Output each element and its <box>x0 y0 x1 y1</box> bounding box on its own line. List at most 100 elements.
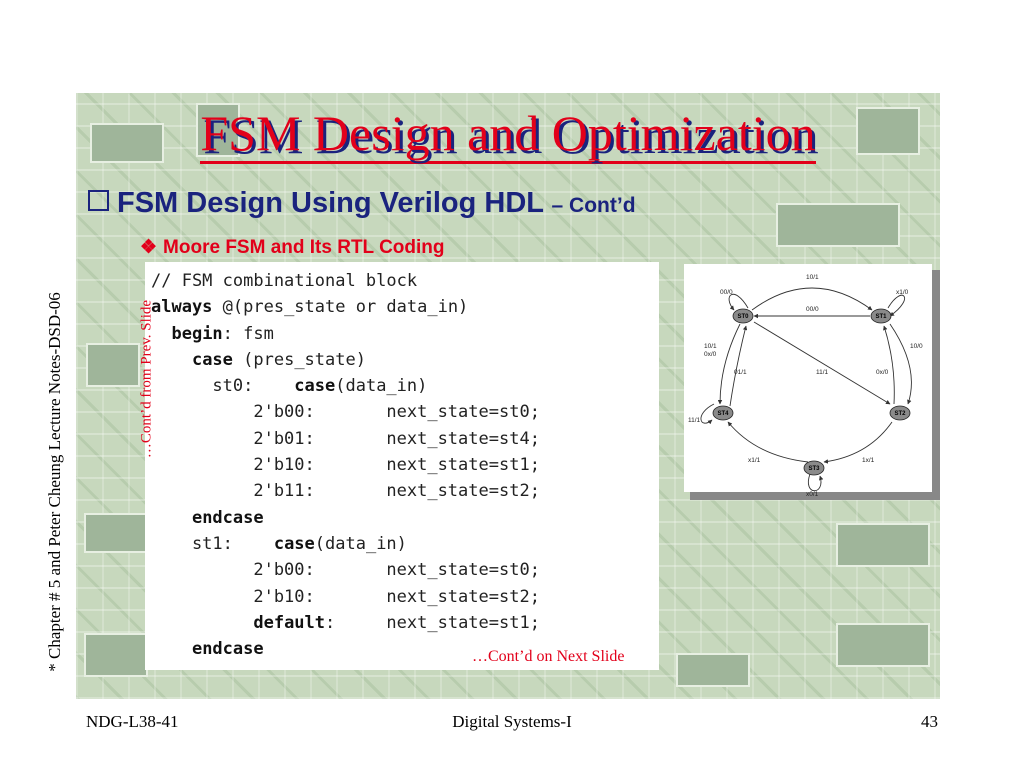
background-chip <box>856 107 920 155</box>
label-st4-self: 11/1 <box>688 417 701 424</box>
state-st3-label: ST3 <box>808 466 820 472</box>
edge-st4-st0 <box>729 325 748 407</box>
label-1x1: 1x/1 <box>862 457 875 464</box>
code-text <box>151 639 192 659</box>
code-line: always @(pres_state or data_in) <box>151 297 468 317</box>
background-chip <box>90 123 164 163</box>
code-line: endcase <box>151 639 264 659</box>
diagram-background <box>684 264 932 492</box>
code-line: 2'b10: next_state=st2; <box>151 587 540 607</box>
edge-st0-st4 <box>717 323 741 405</box>
code-text: @(pres_state or data_in) <box>212 297 469 318</box>
code-text: st0: <box>151 376 295 397</box>
code-text: 2'b00: next_state=st0; <box>151 560 540 581</box>
slide-title: FSM Design and Optimization <box>76 104 940 164</box>
contd-prev-text: …Cont’d from Prev. Slide <box>138 299 155 459</box>
code-line: begin: fsm <box>151 323 274 344</box>
edge-st2-st3 <box>823 421 893 464</box>
chapter-note-text: * Chapter # 5 and Peter Cheung Lecture N… <box>45 292 64 672</box>
background-chip <box>84 633 148 677</box>
square-bullet-icon <box>88 190 109 211</box>
code-line: 2'b10: next_state=st1; <box>151 455 540 475</box>
footer-course-code: NDG-L38-41 <box>86 712 179 731</box>
bullet-level-1: FSM Design Using Verilog HDL – Cont’d <box>88 187 636 220</box>
code-keyword: case <box>294 376 336 397</box>
label-top: 10/1 <box>806 274 819 281</box>
state-st2-label: ST2 <box>894 411 906 417</box>
state-st1 <box>870 308 892 324</box>
state-st4 <box>712 405 734 421</box>
edge-st4-self <box>700 403 715 425</box>
edge-st0-st1-top <box>751 287 873 311</box>
label-mid: 00/0 <box>806 306 819 313</box>
code-text: : next_state=st1; <box>325 612 540 633</box>
bullet-2-text: Moore FSM and Its RTL Coding <box>163 237 445 258</box>
label-st0-self: 00/0 <box>720 289 733 296</box>
code-keyword: case <box>191 349 233 370</box>
footer-course-name: Digital Systems-I <box>452 712 572 731</box>
edge-st3-self <box>807 473 824 492</box>
code-keyword: case <box>273 533 315 554</box>
state-st3 <box>803 460 825 476</box>
label-011: 01/1 <box>734 369 747 376</box>
background-chip <box>676 653 750 687</box>
label-x11: x1/1 <box>748 457 761 464</box>
label-left-a: 10/1 <box>704 343 717 350</box>
background-chip <box>196 103 240 157</box>
edge-st0-st2 <box>753 321 891 405</box>
code-block: // FSM combinational block always @(pres… <box>145 262 659 670</box>
background-chip <box>84 513 148 553</box>
edge-st1-self <box>887 294 905 317</box>
background-chip <box>86 343 140 387</box>
code-line: st1: case(data_in) <box>151 534 407 554</box>
code-line: endcase <box>151 508 264 528</box>
code-line: st0: case(data_in) <box>151 376 427 396</box>
code-line: default: next_state=st1; <box>151 613 540 633</box>
contd-next-label: …Cont’d on Next Slide <box>472 648 625 665</box>
label-left-b: 0x/0 <box>704 351 717 358</box>
code-text: (data_in) <box>335 376 428 397</box>
edge-st1-st2 <box>889 323 912 405</box>
edge-st3-st4 <box>727 421 809 463</box>
code-text: : fsm <box>222 323 274 344</box>
code-text <box>151 613 253 633</box>
code-text: 2'b10: next_state=st2; <box>151 586 540 607</box>
code-line: // FSM combinational block <box>151 271 417 291</box>
label-0x0: 0x/0 <box>876 369 889 376</box>
code-line: case (pres_state) <box>151 350 366 370</box>
code-keyword: default <box>253 612 326 633</box>
code-keyword: always <box>151 297 213 318</box>
bullet-level-2: ❖Moore FSM and Its RTL Coding <box>140 236 445 259</box>
code-text: 2'b11: next_state=st2; <box>151 481 540 502</box>
code-line: 2'b00: next_state=st0; <box>151 402 540 422</box>
code-keyword: endcase <box>191 639 264 660</box>
code-text: 2'b01: next_state=st4; <box>151 428 540 449</box>
background-chip <box>836 523 930 567</box>
code-line: 2'b01: next_state=st4; <box>151 429 540 449</box>
verilog-code: // FSM combinational block always @(pres… <box>145 262 659 662</box>
contd-prev-label: …Cont’d from Prev. Slide <box>139 268 155 490</box>
code-text: st1: <box>151 533 274 554</box>
code-text <box>151 350 192 370</box>
state-st1-label: ST1 <box>875 314 887 320</box>
code-line: 2'b00: next_state=st0; <box>151 560 540 580</box>
label-111: 11/1 <box>816 369 829 376</box>
bullet-1-text: FSM Design Using Verilog HDL <box>117 187 544 219</box>
state-st4-label: ST4 <box>717 411 729 417</box>
code-text <box>151 508 192 528</box>
code-text: // FSM combinational block <box>151 271 418 291</box>
edge-st2-st1 <box>883 325 895 405</box>
slide-title-text: FSM Design and Optimization <box>200 105 816 164</box>
edge-st0-self <box>728 293 749 311</box>
code-text: 2'b00: next_state=st0; <box>151 402 540 423</box>
state-st2 <box>889 405 911 421</box>
state-st0-label: ST0 <box>737 314 749 320</box>
background-chip <box>776 203 900 247</box>
state-diagram: 10/1 00/0 00/0 x1/0 10/0 10/1 0x/0 01/1 … <box>684 264 940 500</box>
code-text: 2'b10: next_state=st1; <box>151 455 540 476</box>
background-chip <box>836 623 930 667</box>
code-line: 2'b11: next_state=st2; <box>151 481 540 501</box>
code-text: (data_in) <box>314 533 407 554</box>
label-st3-self: x0/1 <box>806 491 819 498</box>
chapter-note: * Chapter # 5 and Peter Cheung Lecture N… <box>42 257 68 707</box>
